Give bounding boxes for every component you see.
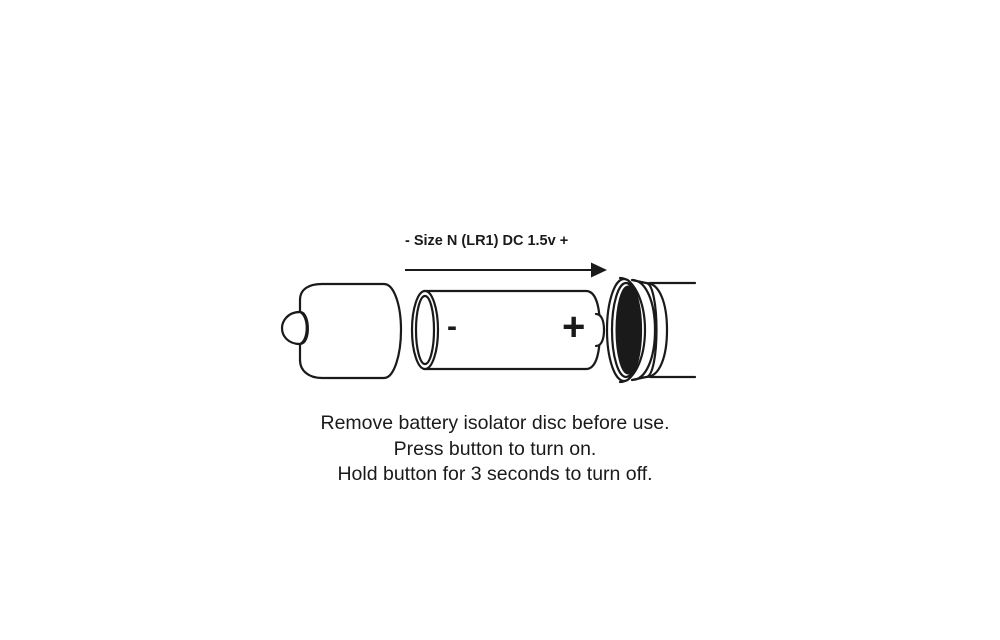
battery-cell xyxy=(410,289,606,371)
battery-compartment xyxy=(605,276,697,384)
positive-terminal-symbol: + xyxy=(562,305,586,349)
insertion-arrow xyxy=(405,262,607,278)
battery-size-label: - Size N (LR1) DC 1.5v + xyxy=(405,233,569,249)
negative-terminal-symbol: - xyxy=(447,310,457,343)
instruction-line-3: Hold button for 3 seconds to turn off. xyxy=(337,463,653,485)
instruction-line-2: Press button to turn on. xyxy=(393,437,597,460)
instruction-line-1: Remove battery isolator disc before use. xyxy=(320,412,670,434)
end-cap xyxy=(280,282,403,380)
instructions: Remove battery isolator disc before use.… xyxy=(0,411,990,488)
